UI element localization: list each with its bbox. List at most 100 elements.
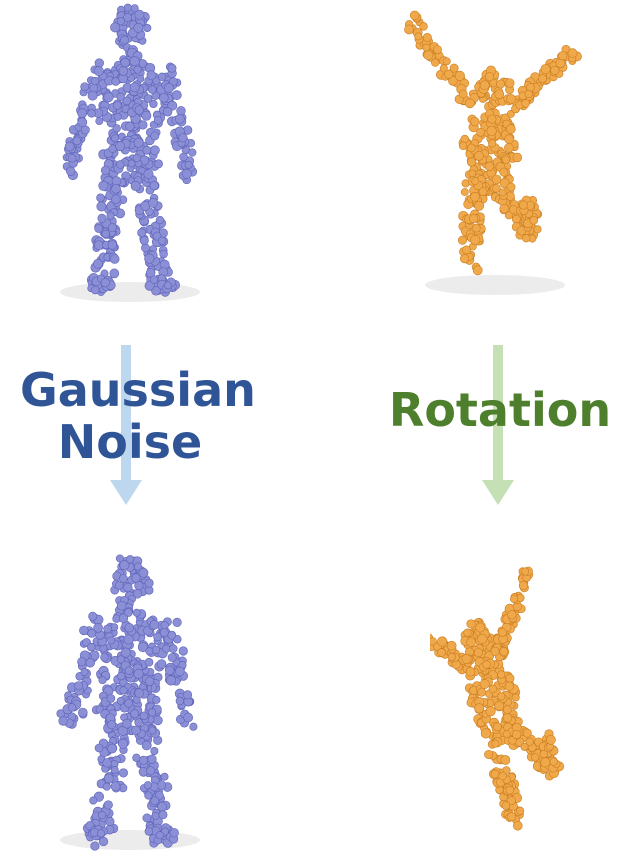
point [465,99,474,108]
point [534,226,542,234]
point [111,766,118,773]
point [168,64,176,72]
point [503,706,511,714]
point [183,691,191,699]
point [470,192,479,201]
point [121,58,130,67]
point [94,623,103,632]
point [500,204,509,213]
point [503,730,510,737]
point [149,727,156,734]
point [180,153,188,161]
point [148,755,157,764]
point [98,214,106,222]
point [107,694,115,702]
point [484,750,492,758]
point [523,729,531,737]
point [152,812,159,819]
human-point-cloud-noisy [40,535,220,860]
point [158,237,166,245]
point [113,125,121,133]
point [114,113,121,120]
point [99,837,108,846]
point [477,128,485,136]
point [115,582,123,590]
point [78,658,86,666]
point [131,709,139,717]
point [145,579,153,587]
point [97,194,105,202]
point [125,667,133,675]
point [117,93,125,101]
point [94,66,103,75]
point [88,109,96,117]
point [145,827,153,835]
gaussian-noise-label-line1: Gaussian [20,365,240,417]
point [493,723,501,731]
point [134,23,143,32]
point [111,134,119,142]
point [151,132,159,140]
point [126,555,134,563]
point [74,682,83,691]
point [455,71,465,81]
point [132,726,141,735]
point [190,723,198,731]
point [495,90,504,99]
point [492,740,499,747]
point [78,708,87,717]
point [447,641,456,650]
point [91,842,99,850]
point [128,160,135,167]
point [108,223,116,231]
point [472,224,480,232]
point [512,215,520,223]
point [488,140,496,148]
point [184,713,193,722]
point [175,667,184,676]
point [420,22,428,30]
point [475,201,484,210]
point [521,568,528,575]
point [487,126,497,136]
point [153,716,162,725]
point [506,786,514,794]
point [170,828,179,837]
point [139,568,148,577]
point [79,626,88,635]
point [525,90,533,98]
point [98,811,105,818]
point [141,244,149,252]
point [73,137,81,145]
point [157,660,166,669]
point [485,72,493,80]
point [140,236,148,244]
point [111,782,120,791]
point [502,802,510,810]
point [498,628,506,636]
point [97,202,106,211]
point [68,154,76,162]
point [131,5,138,12]
point [160,629,168,637]
point [450,64,458,72]
point [502,156,510,164]
point [107,744,116,753]
point [108,241,117,250]
point [125,623,134,632]
point [415,33,422,40]
point [175,114,184,123]
point [78,108,87,117]
point [120,36,128,44]
point [497,693,505,701]
point [499,772,507,780]
point [505,135,514,144]
rotation-label: Rotation [385,385,615,437]
point [448,653,456,661]
point [541,64,550,73]
point [124,635,134,645]
point [99,181,109,191]
point [424,51,433,60]
point [179,647,188,656]
point [110,255,119,264]
